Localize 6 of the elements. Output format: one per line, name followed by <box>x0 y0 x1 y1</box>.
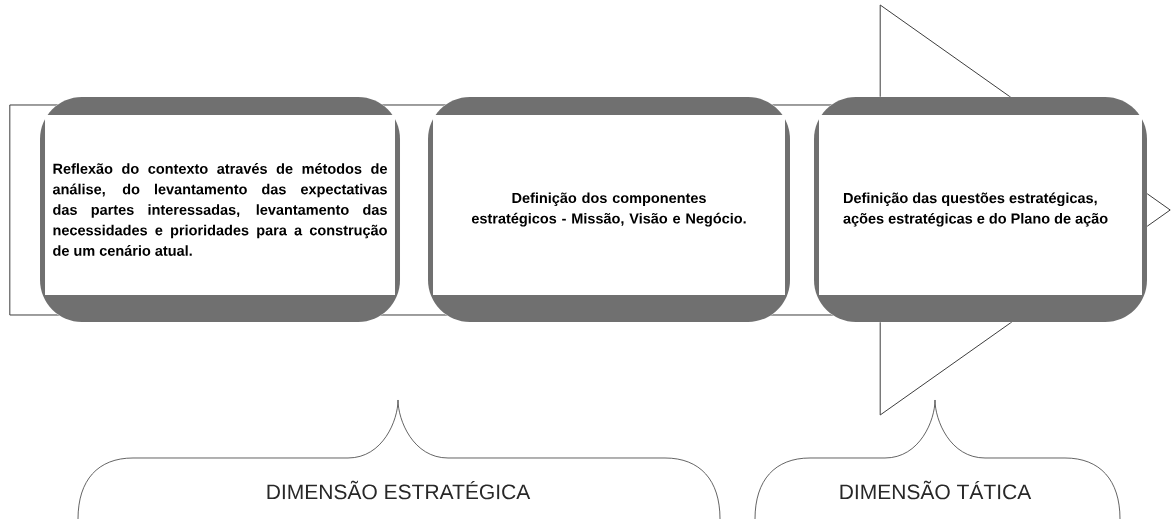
brace-band: DIMENSÃO ESTRATÉGICA <box>77 399 721 519</box>
block-arrow <box>9 4 1171 416</box>
process-box: Definição das questões estratégicas, ações estratégicas e do Plano de ação <box>814 97 1147 322</box>
process-box: Reflexão do contexto através de métodos de análise, do levantamento das expectativas das partes interessadas, levantamento das necessidades e prioridades para a construção de um cenário atual. <box>40 97 400 322</box>
brace-band: DIMENSÃO TÁTICA <box>754 399 1121 519</box>
process-box: Definição dos componentes estratégicos - Missão, Visão e Negócio. <box>428 97 790 322</box>
